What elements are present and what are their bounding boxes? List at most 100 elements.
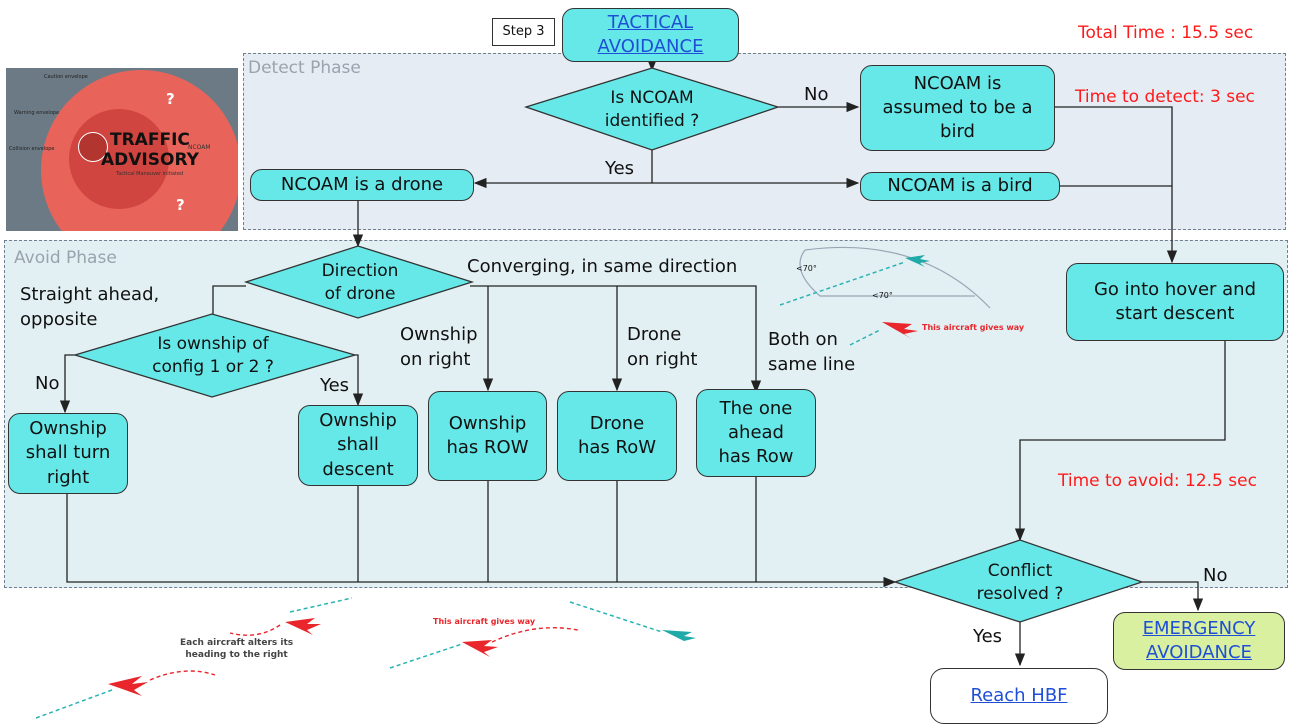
direction-line1: Direction bbox=[321, 261, 399, 281]
descent-line3: descent bbox=[322, 458, 394, 480]
angle-label-1: <70° bbox=[796, 264, 817, 273]
alter-line2: heading to the right bbox=[185, 649, 288, 660]
conflict-decision-text: Conflict resolved ? bbox=[955, 560, 1085, 606]
straight-ahead-label: Straight ahead, opposite bbox=[20, 282, 159, 332]
ncoam-drone-box: NCOAM is a drone bbox=[250, 169, 474, 201]
config-decision-text: Is ownship of config 1 or 2 ? bbox=[133, 333, 293, 379]
descent-line2: shall bbox=[337, 434, 379, 456]
ahead-row-box: The one ahead has Row bbox=[696, 389, 816, 477]
arrow-conflict-no bbox=[1142, 581, 1204, 612]
assumed-line3: bird bbox=[940, 121, 975, 143]
conflict-yes-label: Yes bbox=[973, 626, 1003, 647]
assumed-line1: NCOAM is bbox=[913, 72, 1002, 94]
same-line-label: Both on same line bbox=[768, 327, 855, 377]
conflict-decision-diamond bbox=[892, 539, 1145, 623]
config-line1: Is ownship of bbox=[157, 334, 269, 354]
same-line-line1: Both on bbox=[768, 329, 838, 350]
bottom-illustrations bbox=[35, 597, 696, 719]
drone-row-line1: Drone bbox=[589, 412, 645, 434]
identify-decision-line2: identified ? bbox=[604, 110, 700, 131]
inset-caution-label: Caution envelope bbox=[44, 74, 88, 80]
plane-gives-way-icon bbox=[462, 640, 498, 657]
plane-red-left-icon bbox=[108, 676, 148, 696]
alter-heading-label: Each aircraft alters its heading to the … bbox=[180, 638, 293, 661]
traffic-advisory-inset: Caution envelope Warning envelope Collis… bbox=[6, 68, 238, 231]
reach-hbf-box[interactable]: Reach HBF bbox=[930, 668, 1108, 724]
inset-question-icon: ? bbox=[166, 90, 175, 108]
hover-line1: Go into hover and bbox=[1093, 278, 1257, 300]
title-link-line1[interactable]: TACTICAL bbox=[607, 11, 694, 33]
config-line2: config 1 or 2 ? bbox=[152, 356, 274, 377]
inset-warning-label: Warning envelope bbox=[14, 110, 60, 116]
inset-collision-label: Collision envelope bbox=[9, 146, 55, 152]
turn-line2: shall turn bbox=[25, 442, 111, 464]
ahead-line1: The one bbox=[719, 397, 793, 419]
gives-way-label-top: This aircraft gives way bbox=[922, 323, 1025, 332]
turn-line1: Ownship bbox=[29, 418, 107, 440]
time-to-avoid-label: Time to avoid: 12.5 sec bbox=[1058, 471, 1257, 491]
straight-line1: Straight ahead, bbox=[20, 284, 160, 305]
own-row-line2: has ROW bbox=[446, 437, 529, 458]
ahead-line3: has Row bbox=[718, 446, 794, 468]
identify-decision-text: Is NCOAM identified ? bbox=[562, 87, 742, 133]
plane-teal-icon bbox=[662, 630, 696, 645]
direction-line2: of drone bbox=[324, 283, 396, 304]
config-decision-diamond bbox=[72, 313, 358, 398]
step-label-box: Step 3 bbox=[492, 18, 555, 46]
config-yes-label: Yes bbox=[320, 375, 350, 396]
inset-subtitle: Tactical Maneuver initiated bbox=[116, 171, 184, 177]
direction-decision-diamond bbox=[243, 245, 475, 319]
alter-line1: Each aircraft alters its bbox=[180, 638, 294, 648]
ahead-line2: ahead bbox=[728, 421, 784, 443]
assumed-bird-box: NCOAM is assumed to be a bird bbox=[860, 65, 1055, 151]
conflict-line2: resolved ? bbox=[976, 583, 1064, 604]
inset-title-line2: ADVISORY bbox=[101, 150, 199, 170]
ownship-right-line2: on right bbox=[400, 349, 471, 371]
total-time-label: Total Time : 15.5 sec bbox=[1078, 23, 1254, 43]
drone-right-line2: on right bbox=[627, 349, 698, 371]
arrow-config-no bbox=[59, 354, 75, 414]
reach-hbf-link[interactable]: Reach HBF bbox=[970, 684, 1068, 706]
ownship-row-box: Ownship has ROW bbox=[428, 391, 547, 481]
gives-way-label-bottom: This aircraft gives way bbox=[433, 617, 536, 626]
turn-right-box: Ownship shall turn right bbox=[8, 413, 128, 494]
hover-descent-box: Go into hover and start descent bbox=[1066, 263, 1284, 341]
step-label: Step 3 bbox=[502, 24, 545, 40]
emergency-link-line2[interactable]: AVOIDANCE bbox=[1146, 642, 1252, 663]
ncoam-bird-box: NCOAM is a bird bbox=[860, 172, 1060, 201]
inset-question-icon-2: ? bbox=[176, 196, 185, 214]
arrow-hover-to-conflict bbox=[1014, 340, 1226, 542]
ncoam-bird-text: NCOAM is a bird bbox=[887, 175, 1033, 197]
emergency-avoidance-box[interactable]: EMERGENCY AVOIDANCE bbox=[1113, 612, 1285, 670]
drone-row-line2: has RoW bbox=[577, 437, 657, 458]
identify-decision-diamond bbox=[523, 67, 781, 151]
ncoam-drone-text: NCOAM is a drone bbox=[280, 173, 444, 195]
own-row-line1: Ownship bbox=[448, 412, 527, 434]
descent-box: Ownship shall descent bbox=[298, 405, 418, 486]
descent-line1: Ownship bbox=[319, 410, 397, 432]
ownship-right-line1: Ownship bbox=[400, 324, 478, 345]
identify-decision-line1: Is NCOAM bbox=[610, 88, 694, 108]
drone-row-box: Drone has RoW bbox=[557, 391, 677, 481]
drone-right-line1: Drone bbox=[627, 324, 682, 345]
config-no-label: No bbox=[35, 373, 60, 394]
angle-geometry-sketch bbox=[779, 246, 991, 346]
converging-label: Converging, in same direction bbox=[467, 256, 738, 277]
identify-no-label: No bbox=[804, 84, 829, 105]
conflict-no-label: No bbox=[1203, 565, 1228, 586]
identify-yes-label: Yes bbox=[605, 158, 635, 179]
tactical-avoidance-title[interactable]: TACTICAL AVOIDANCE bbox=[562, 8, 739, 62]
avoid-phase-label: Avoid Phase bbox=[14, 248, 117, 268]
direction-decision-text: Direction of drone bbox=[300, 260, 420, 306]
ownship-on-right-label: Ownship on right bbox=[400, 322, 478, 372]
drone-on-right-label: Drone on right bbox=[627, 322, 697, 372]
same-line-line2: same line bbox=[768, 354, 856, 376]
assumed-line2: assumed to be a bbox=[882, 96, 1033, 118]
inset-title-line1: TRAFFIC bbox=[110, 130, 190, 150]
conflict-line1: Conflict bbox=[987, 561, 1053, 581]
hover-line2: start descent bbox=[1115, 303, 1235, 324]
emergency-link-line1[interactable]: EMERGENCY bbox=[1142, 617, 1256, 639]
straight-line2: opposite bbox=[20, 309, 98, 331]
title-link-line2[interactable]: AVOIDANCE bbox=[597, 36, 704, 57]
